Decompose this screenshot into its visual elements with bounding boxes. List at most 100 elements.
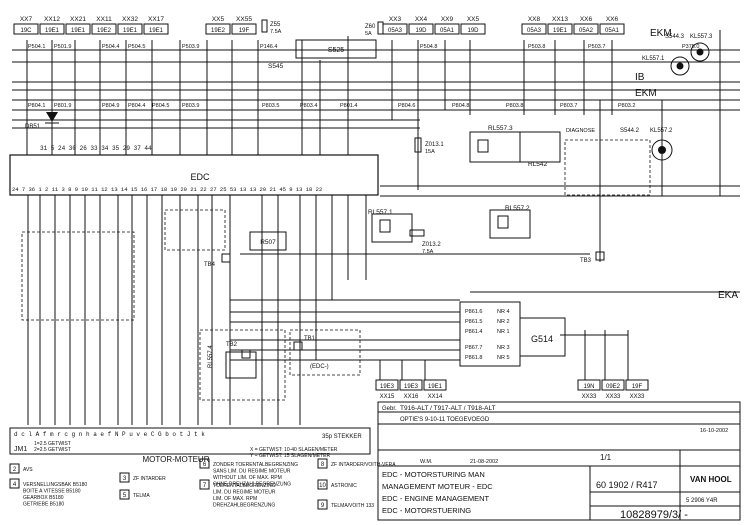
svg-text:JM1: JM1 [14,446,27,453]
svg-text:KL557.1: KL557.1 [642,56,665,62]
terminal-tb4: TB4 [204,253,231,268]
svg-text:5: 5 [123,493,127,499]
svg-text:1/1: 1/1 [600,453,612,462]
svg-text:XX21: XX21 [70,16,86,23]
g514-pin-nr: NR 2 [497,319,510,325]
g514-pin: P861.5 [465,319,482,325]
svg-text:XX5: XX5 [467,16,480,23]
svg-text:05A1: 05A1 [440,28,455,34]
svg-text:XX33: XX33 [582,394,597,400]
wire-label: P804.4 [128,103,145,109]
svg-text:7.5A: 7.5A [270,29,282,35]
wire-label: P804.9 [102,103,119,109]
fuse-z55: Z55 7.5A [261,19,282,35]
lamp-kl557-3: KL557.3 S544.3 [665,34,713,62]
bottom-connector-group: 19E3XX1519E3XX1619E1XX1419NXX3309E2XX331… [375,379,649,400]
svg-text:6: 6 [203,462,207,468]
wire-label: P804.5 [152,103,169,109]
wire-label: P804.1 [28,103,45,109]
connector-bottom-3: 19N XX33 [577,379,601,400]
connector-xx7: XX7 19C [13,16,39,35]
svg-text:19F: 19F [632,384,643,390]
legend-text: WITHOUT LIM. OF MAX. RPM [213,475,282,481]
wire-label: P803.2 [618,103,635,109]
svg-text:KL557.2: KL557.2 [650,128,673,134]
svg-text:21-08-2002: 21-08-2002 [470,459,498,465]
connector-right-2: XX9 05A1 [434,16,460,35]
legend-text: TELMA/VOITH 133 [331,503,374,509]
wire-label: P801.9 [54,103,71,109]
lamp-kl557-2: KL557.2 S544.2 [620,128,673,161]
legend-text: ASTRONIC [331,483,357,489]
fuse-z013-1: Z013.1 15A [414,137,444,155]
g514-pin: P861.6 [465,309,482,315]
svg-text:7: 7 [203,483,207,489]
svg-text:19E1: 19E1 [45,28,60,34]
svg-text:1=2.5 GETWIST: 1=2.5 GETWIST [34,441,71,447]
svg-text:XX3: XX3 [389,16,402,23]
svg-text:19E2: 19E2 [211,28,226,34]
svg-text:8: 8 [321,462,325,468]
g514-pin: P861.4 [465,329,482,335]
svg-text:19E3: 19E3 [404,384,419,390]
svg-text:XX9: XX9 [441,16,454,23]
svg-text:60 1902 / R417: 60 1902 / R417 [596,480,658,490]
svg-text:10: 10 [319,483,326,489]
relay-rl542: RL542 [519,131,561,168]
legend-text: ZONDER TOERENTALBEGRENZING [213,462,298,468]
svg-text:XX6: XX6 [580,16,593,23]
svg-text:09E2: 09E2 [606,384,621,390]
wire-label: P375.0 [682,44,699,50]
terminal-tb2: TB2 [226,342,251,359]
svg-text:19N: 19N [583,384,594,390]
svg-text:RL557.3: RL557.3 [488,125,513,132]
legend-text: OHNE DREHZAHLBEGRENZUNG [213,482,291,488]
g514-pin: P867.7 [465,345,482,351]
diode-db51: DB51 [25,112,59,130]
svg-text:MOTOR-MOTEUR: MOTOR-MOTEUR [143,455,210,464]
svg-text:19C: 19C [20,28,32,34]
svg-text:MANAGEMENT MOTEUR - EDC: MANAGEMENT MOTEUR - EDC [382,482,493,491]
bus-ekm-lower: EKM [635,88,657,99]
fuse-z013-2: Z013.2 7.5A [409,229,441,255]
relay-rl557-2: RL557.2 [489,205,531,239]
edc-bottom-pin-row: 24 7 36 1 2 11 3 8 9 10 11 12 13 14 15 1… [12,186,322,193]
legend-text: TELMA [133,493,150,499]
svg-text:G514: G514 [531,334,553,344]
svg-text:RL557.1: RL557.1 [368,209,393,216]
svg-text:Y = GETWIST: 15 SLAGEN/METER: Y = GETWIST: 15 SLAGEN/METER [250,453,330,459]
edc-top-pin-row: 31 5 24 30 26 33 34 35 29 37 44 [40,145,152,152]
svg-text:19F: 19F [239,28,250,34]
svg-text:XX8: XX8 [528,16,541,23]
bus-ib: IB [635,72,645,83]
wire-label: P501.9 [54,44,71,50]
wire-label: P146.4 [260,44,277,50]
svg-text:Z55: Z55 [270,22,281,28]
svg-text:19E2: 19E2 [97,28,112,34]
wire-label: P503.9 [182,44,199,50]
edc-label: EDC [190,172,210,182]
svg-text:XX7: XX7 [20,16,33,23]
legend-text: SANS LIM. DU REGIME MOTEUR [213,469,291,475]
option-frames [21,139,651,401]
legend-text: GEARBOX B5180 [23,495,64,501]
wire-label: P504.5 [128,44,145,50]
wire-label: P504.4 [102,44,119,50]
svg-text:XX17: XX17 [148,16,164,23]
legend-text: TOERENTALBEGRENZING [213,483,276,489]
svg-text:XX6: XX6 [606,16,619,23]
wire-label: P504.1 [28,44,45,50]
